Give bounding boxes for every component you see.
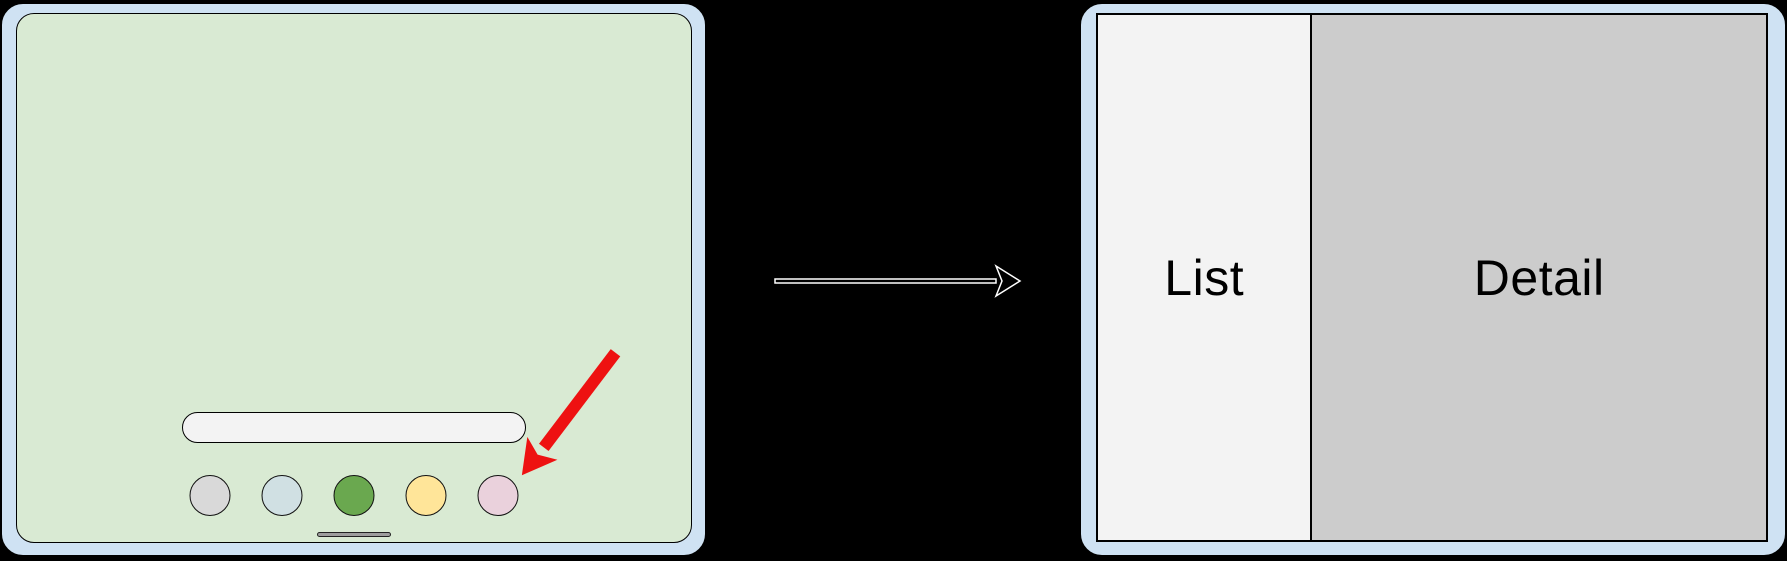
detail-pane-label: Detail	[1473, 249, 1605, 306]
home-indicator-handle[interactable]	[317, 532, 391, 537]
red-arrow-shaft	[539, 349, 621, 451]
red-arrow-annotation	[521, 349, 621, 476]
app-icon-pink[interactable]	[477, 475, 519, 516]
phone-device-frame	[1, 3, 706, 556]
phone-home-screen	[16, 13, 692, 543]
list-pane: List	[1098, 15, 1311, 540]
app-icon-gray[interactable]	[189, 475, 231, 516]
tablet-device-frame: List Detail	[1080, 3, 1786, 556]
search-bar[interactable]	[182, 412, 526, 443]
app-icon-yellow[interactable]	[405, 475, 447, 516]
detail-pane: Detail	[1310, 15, 1766, 540]
transition-arrow-shaft	[774, 278, 997, 284]
split-view-screen: List Detail	[1096, 13, 1768, 542]
transition-arrow	[774, 264, 1022, 298]
list-pane-label: List	[1164, 249, 1245, 306]
app-icon-green[interactable]	[333, 475, 375, 516]
red-arrow-head	[521, 436, 558, 476]
app-icon-blue[interactable]	[261, 475, 303, 516]
transition-arrow-head	[994, 264, 1022, 298]
app-dock	[189, 475, 519, 516]
